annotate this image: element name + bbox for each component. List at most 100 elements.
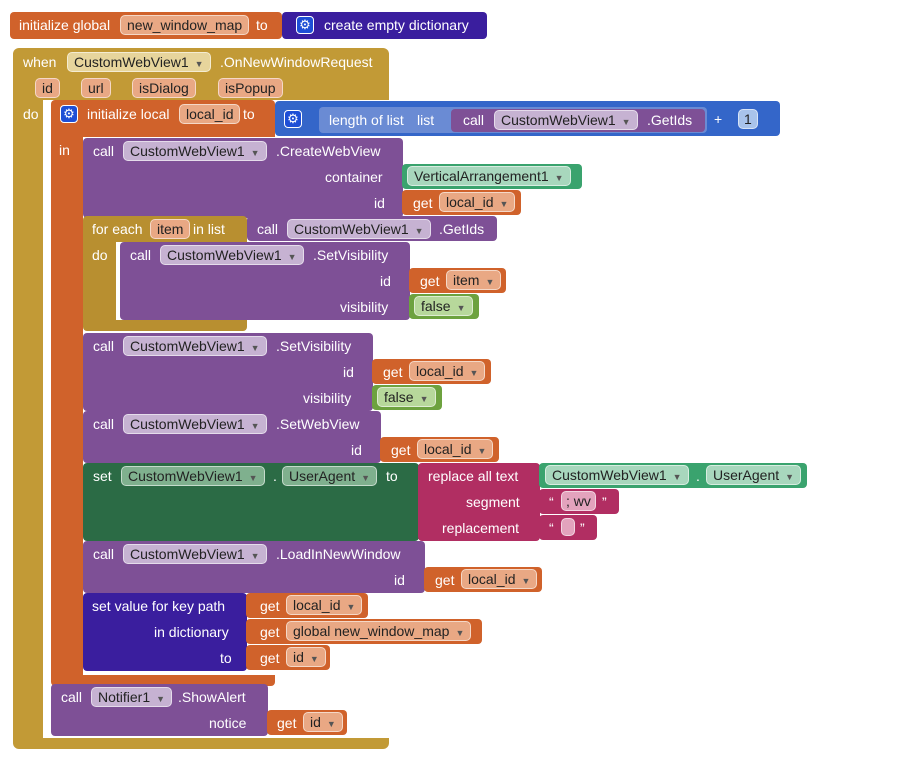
- var-dropdown[interactable]: local_id▼: [409, 361, 486, 381]
- getids-call-block[interactable]: call CustomWebView1▼ .GetIds: [247, 216, 497, 241]
- segment-text-field[interactable]: ; wv: [561, 491, 596, 511]
- replacement-text-field[interactable]: [561, 518, 575, 536]
- var-dropdown[interactable]: local_id▼: [417, 439, 494, 459]
- to-param-label: to: [220, 650, 232, 666]
- length-of-list-label: length of list: [329, 112, 404, 128]
- component-dropdown[interactable]: CustomWebView1▼: [123, 544, 267, 564]
- var-dropdown[interactable]: local_id▼: [286, 595, 363, 615]
- var-dropdown[interactable]: id▼: [303, 712, 343, 732]
- loop-var-name-field[interactable]: item: [150, 219, 191, 239]
- chevron-down-icon: ▼: [250, 148, 260, 158]
- component-dropdown[interactable]: CustomWebView1▼: [545, 465, 689, 485]
- call-label: call: [257, 221, 279, 237]
- gear-icon[interactable]: ⚙: [296, 16, 314, 34]
- load-in-new-window-block[interactable]: call CustomWebView1▼ .LoadInNewWindow id: [83, 541, 425, 593]
- id-param-label: id: [343, 364, 354, 380]
- get-item-block[interactable]: get item▼: [409, 268, 506, 293]
- get-local-id-block[interactable]: get local_id▼: [424, 567, 542, 592]
- event-name-label: .OnNewWindowRequest: [220, 54, 373, 70]
- replacement-text-block[interactable]: “ ”: [539, 515, 597, 540]
- var-dropdown[interactable]: global new_window_map▼: [286, 621, 472, 641]
- notice-param-label: notice: [209, 715, 247, 731]
- var-dropdown[interactable]: item▼: [446, 270, 502, 290]
- replace-all-text-block[interactable]: replace all text segment replacement: [418, 463, 540, 541]
- id-param-label: id: [374, 195, 385, 211]
- global-init-label: initialize global: [19, 17, 111, 33]
- set-useragent-block[interactable]: set CustomWebView1▼ . UserAgent▼ to: [83, 463, 419, 541]
- get-local-id-block[interactable]: get local_id▼: [380, 437, 499, 462]
- in-dictionary-label: in dictionary: [154, 624, 229, 640]
- replace-all-text-label: replace all text: [428, 468, 519, 484]
- global-var-name-field[interactable]: new_window_map: [120, 15, 250, 35]
- get-id-block[interactable]: get id▼: [267, 710, 347, 735]
- set-webview-block[interactable]: call CustomWebView1▼ .SetWebView id: [83, 411, 381, 463]
- chevron-down-icon: ▼: [414, 226, 424, 236]
- get-global-map-block[interactable]: get global new_window_map▼: [246, 619, 482, 644]
- set-visibility-block[interactable]: call CustomWebView1▼ .SetVisibility id v…: [83, 333, 373, 411]
- chevron-down-icon: ▼: [785, 472, 795, 482]
- gear-icon[interactable]: ⚙: [284, 110, 302, 128]
- false-boolean-block[interactable]: false▼: [409, 294, 479, 319]
- close-quote: ”: [580, 520, 585, 536]
- get-local-id-block[interactable]: get local_id▼: [402, 190, 521, 215]
- get-id-block[interactable]: get id▼: [246, 645, 330, 670]
- global-init-block[interactable]: initialize global new_window_map to: [10, 12, 282, 39]
- chevron-down-icon: ▼: [456, 303, 466, 313]
- open-quote: “: [549, 494, 554, 510]
- chevron-down-icon: ▼: [469, 368, 479, 378]
- local-var-name-field[interactable]: local_id: [179, 104, 241, 124]
- container-component-block[interactable]: VerticalArrangement1▼: [402, 164, 582, 189]
- component-dropdown[interactable]: CustomWebView1▼: [123, 141, 267, 161]
- show-alert-block[interactable]: call Notifier1▼ .ShowAlert notice: [51, 684, 268, 736]
- var-dropdown[interactable]: id▼: [286, 647, 326, 667]
- set-value-for-key-path-block[interactable]: set value for key path in dictionary to: [83, 593, 247, 671]
- id-param-label: id: [351, 442, 362, 458]
- useragent-getter-block[interactable]: CustomWebView1▼ . UserAgent▼: [539, 463, 807, 488]
- var-dropdown[interactable]: local_id▼: [461, 569, 538, 589]
- segment-param-label: segment: [466, 494, 520, 510]
- chevron-down-icon: ▼: [521, 576, 531, 586]
- id-param-label: id: [394, 572, 405, 588]
- var-dropdown[interactable]: local_id▼: [439, 192, 516, 212]
- false-boolean-block[interactable]: false▼: [372, 385, 442, 410]
- get-local-id-block[interactable]: get local_id▼: [372, 359, 491, 384]
- component-dropdown[interactable]: Notifier1▼: [91, 687, 173, 707]
- for-each-label: for each: [92, 221, 143, 237]
- container-dropdown[interactable]: VerticalArrangement1▼: [407, 166, 571, 186]
- to-label: to: [386, 468, 398, 484]
- component-dropdown[interactable]: CustomWebView1▼: [123, 414, 267, 434]
- boolean-dropdown[interactable]: false▼: [377, 387, 436, 407]
- param-ispopup[interactable]: isPopup: [218, 78, 283, 98]
- param-isdialog[interactable]: isDialog: [132, 78, 196, 98]
- property-dropdown[interactable]: UserAgent▼: [282, 466, 378, 486]
- number-one[interactable]: 1: [738, 109, 758, 129]
- visibility-param-label: visibility: [303, 390, 352, 406]
- inner-set-visibility-block[interactable]: call CustomWebView1▼ .SetVisibility id v…: [120, 242, 410, 320]
- chevron-down-icon: ▼: [248, 473, 258, 483]
- component-dropdown[interactable]: CustomWebView1▼: [123, 336, 267, 356]
- param-id[interactable]: id: [35, 78, 60, 98]
- gear-icon[interactable]: ⚙: [60, 105, 78, 123]
- plus-operator: +: [714, 111, 723, 127]
- getids-call-block[interactable]: call CustomWebView1▼ .GetIds: [451, 109, 705, 132]
- get-local-id-block[interactable]: get local_id▼: [246, 593, 368, 618]
- component-dropdown[interactable]: CustomWebView1▼: [287, 219, 431, 239]
- get-label: get: [260, 598, 280, 614]
- segment-text-block[interactable]: “ ; wv ”: [539, 489, 619, 514]
- event-component-dropdown[interactable]: CustomWebView1▼: [67, 52, 211, 72]
- chevron-down-icon: ▼: [672, 472, 682, 482]
- component-dropdown[interactable]: CustomWebView1▼: [160, 245, 304, 265]
- param-url[interactable]: url: [81, 78, 111, 98]
- get-label: get: [435, 572, 455, 588]
- component-dropdown[interactable]: CustomWebView1▼: [494, 110, 638, 130]
- boolean-dropdown[interactable]: false▼: [414, 296, 473, 316]
- method-label: .SetWebView: [276, 416, 360, 432]
- call-label: call: [463, 112, 485, 128]
- create-webview-block[interactable]: call CustomWebView1▼ .CreateWebView cont…: [83, 138, 403, 218]
- create-empty-dictionary-block[interactable]: ⚙ create empty dictionary: [282, 12, 487, 39]
- component-dropdown[interactable]: CustomWebView1▼: [121, 466, 265, 486]
- chevron-down-icon: ▼: [455, 628, 465, 638]
- chevron-down-icon: ▼: [287, 252, 297, 262]
- property-dropdown[interactable]: UserAgent▼: [706, 465, 802, 485]
- call-label: call: [93, 416, 115, 432]
